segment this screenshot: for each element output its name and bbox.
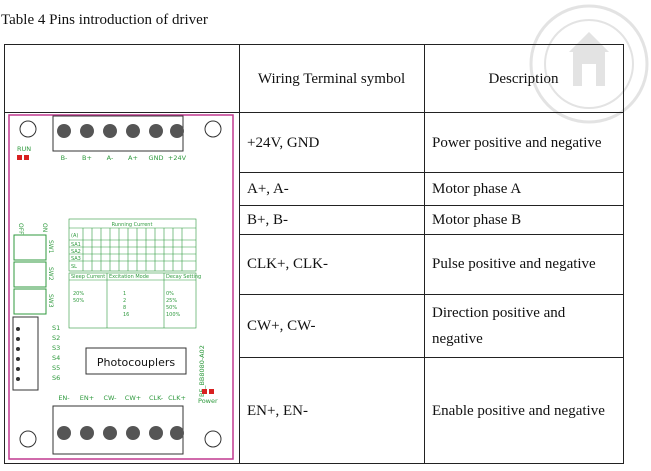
symbol-cell: CW+, CW- [239,293,425,359]
decay-row: 0% [166,291,174,297]
power-led [202,389,207,394]
running-current-table [68,218,197,329]
s-label: S1 [52,324,60,332]
current-row-label: SA2 [71,249,81,255]
terminal-label-bottom: EN- [58,394,70,402]
dip-switch-1 [13,234,47,261]
table-row: EN+, EN- Enable positive and negative [5,357,624,464]
photocoupler-label: Photocouplers [97,356,175,369]
sleep-row: 50% [73,298,84,304]
power-led [209,389,214,394]
s-label: S6 [52,374,60,382]
running-current-title: Running Current [112,222,153,228]
driver-board-diagram: B- B+ A- A+ GND +24V RUN OFF ON [8,114,234,460]
photocoupler-ic [12,316,39,391]
terminal-label-top: B- [61,154,68,162]
terminal-label-top: B+ [82,154,92,162]
mounting-hole [19,430,37,448]
board-model-label: BF_BB8080-A02 [198,345,206,397]
dip-switch-label: SW1 [47,240,54,254]
board-image-cell: B- B+ A- A+ GND +24V RUN OFF ON [4,112,240,464]
terminal-label-top: A+ [128,154,138,162]
terminal-label-top: +24V [168,154,187,162]
mounting-hole [204,430,222,448]
current-row-label: SA1 [71,242,81,248]
current-row-label: SL [71,264,77,270]
decay-row: 25% [166,298,177,304]
dip-switch-label: SW3 [47,294,54,308]
pin-table: Wiring Terminal symbol Description B- [4,44,624,464]
description-cell: Direction positive and negative [424,293,624,359]
dip-on-label: ON [41,223,48,232]
s-label: S5 [52,364,60,372]
table-row: CW+, CW- Direction positive and negative [5,293,624,359]
excitation-row: 8 [123,305,126,311]
dip-switch-3 [13,288,47,315]
description-cell: Pulse positive and negative [424,233,624,295]
terminal-label-top: A- [107,154,114,162]
sleep-row: 20% [73,291,84,297]
dip-off-label: OFF [17,223,24,235]
table-row: A+, A- Motor phase A [5,172,624,207]
run-led [24,155,29,160]
description-cell: Power positive and negative [424,111,624,174]
terminal-label-top: GND [149,154,164,162]
symbol-cell: +24V, GND [239,111,425,174]
header-description: Description [424,44,624,113]
table-caption: Table 4 Pins introduction of driver [1,12,208,28]
excitation-mode-title: Excitation Mode [109,274,149,280]
mounting-hole [204,120,222,138]
header-blank-cell [4,44,240,113]
excitation-row: 1 [123,291,126,297]
symbol-cell: EN+, EN- [239,357,425,464]
excitation-row: 2 [123,298,126,304]
power-led-label: Power [198,397,218,405]
symbol-cell: CLK+, CLK- [239,233,425,295]
excitation-row: 16 [123,312,129,318]
terminal-label-bottom: CLK- [149,394,164,402]
mounting-hole [19,120,37,138]
run-led-label: RUN [17,145,31,153]
terminal-label-bottom: EN+ [80,394,94,402]
description-cell: Enable positive and negative [424,357,624,464]
decay-row: 50% [166,305,177,311]
s-label: S4 [52,354,60,362]
photocoupler-box [85,347,187,375]
symbol-cell: A+, A- [239,172,425,207]
decay-setting-title: Decay Setting [166,274,201,280]
current-row-label: SA3 [71,256,81,262]
table-row: B+, B- Motor phase B [5,205,624,235]
table-header-row: Wiring Terminal symbol Description [4,44,624,113]
terminal-label-bottom: CW- [103,394,117,402]
terminal-label-bottom: CLK+ [168,394,186,402]
dip-switch-label: SW2 [47,267,54,281]
sleep-current-title: Sleep Current [71,274,105,280]
table-row: CLK+, CLK- Pulse positive and negative [5,233,624,295]
decay-row: 100% [166,312,181,318]
description-cell: Motor phase A [424,172,624,207]
terminal-label-bottom: CW+ [125,394,141,402]
current-row-label: (A) [71,233,78,239]
description-cell: Motor phase B [424,205,624,235]
table-row: B- B+ A- A+ GND +24V RUN OFF ON [4,111,624,464]
header-symbol: Wiring Terminal symbol [239,44,425,113]
run-led [17,155,22,160]
dip-switch-2 [13,261,47,288]
symbol-cell: B+, B- [239,205,425,235]
s-label: S2 [52,334,60,342]
s-label: S3 [52,344,60,352]
